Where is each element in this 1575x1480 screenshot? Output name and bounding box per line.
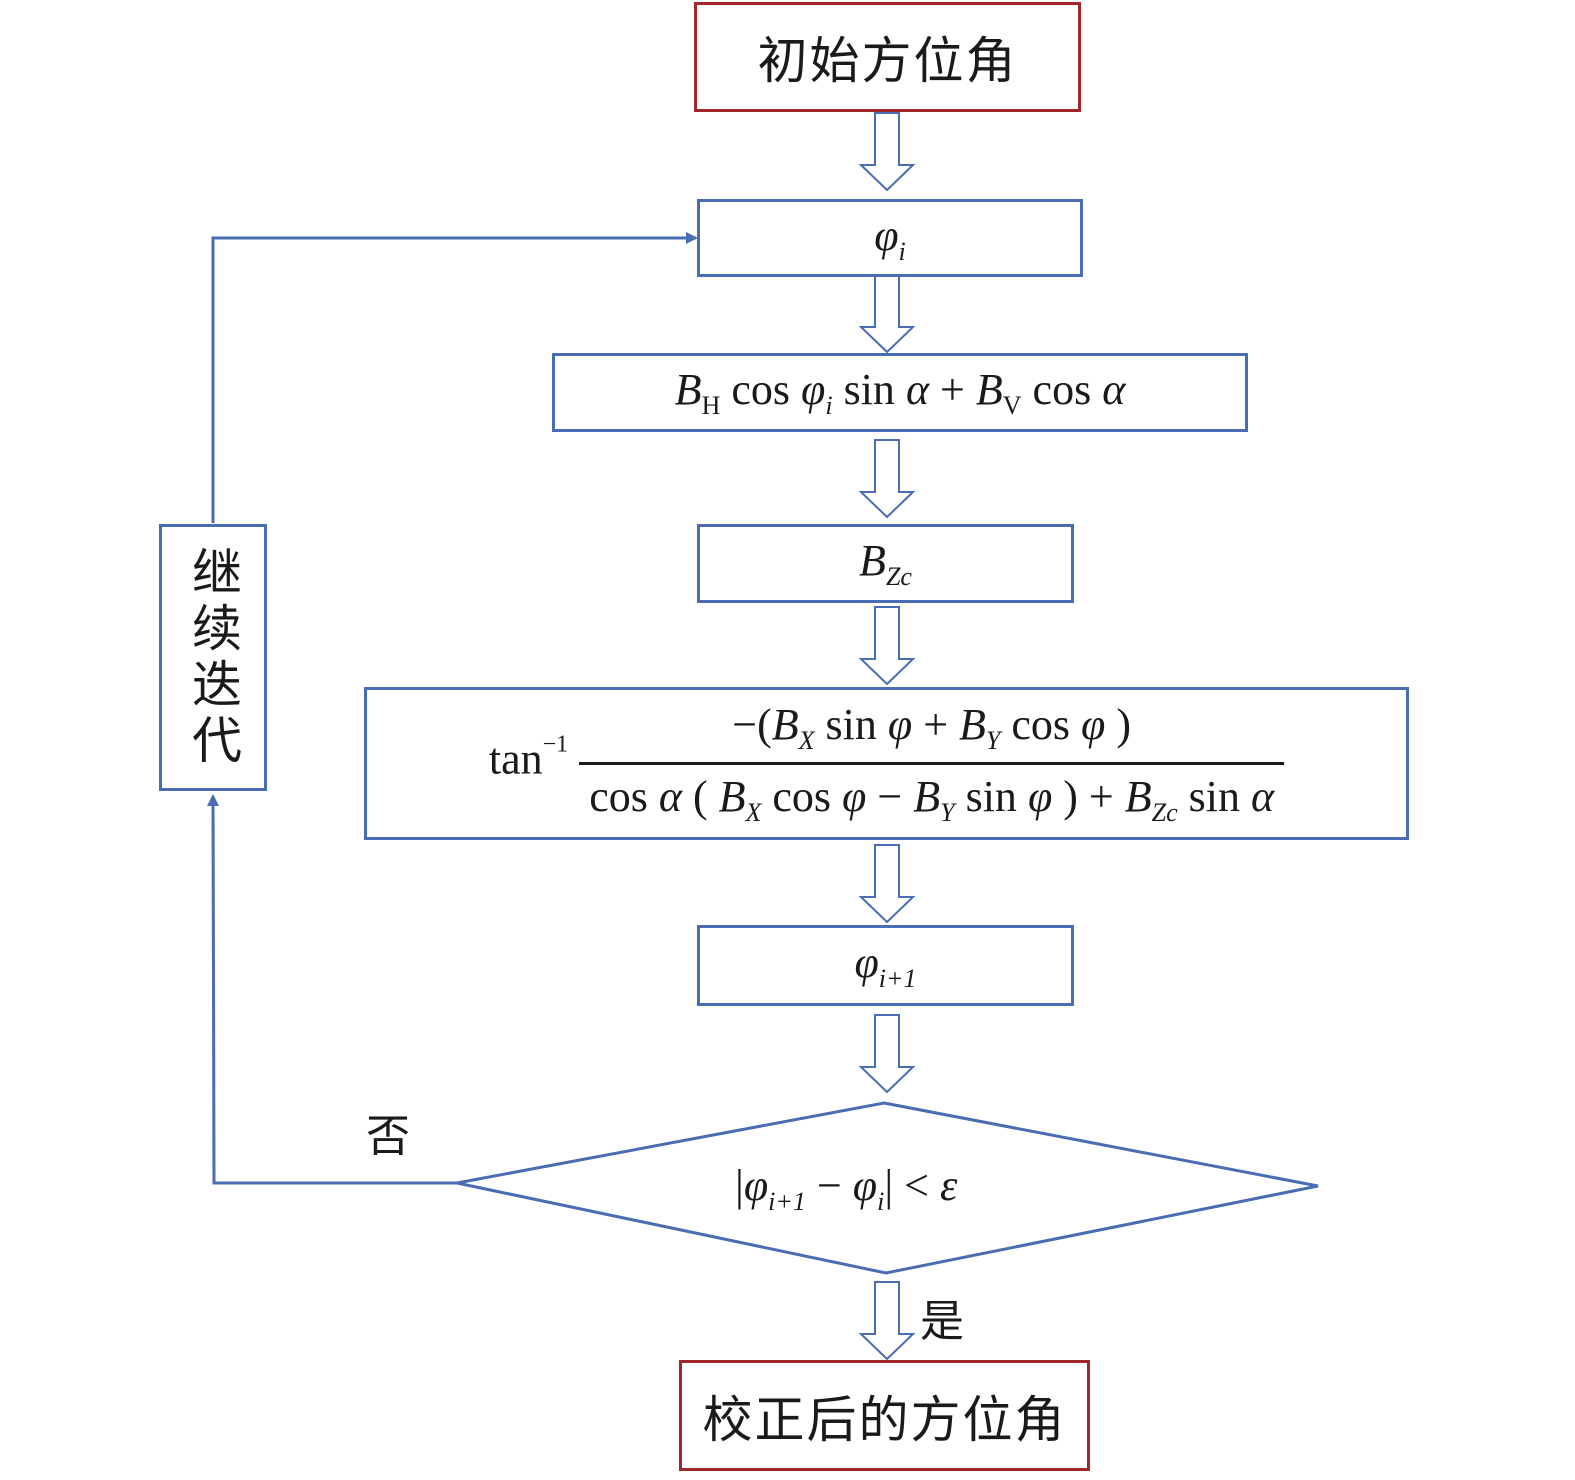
- continue-iteration-node: 继续迭代: [159, 524, 267, 791]
- azimuth-formula-node: tan−1 −(BX sin φ + BY cos φ ) cos α ( BX…: [364, 687, 1409, 840]
- flow-arrow-6: [858, 1014, 916, 1094]
- flow-arrow-4: [858, 606, 916, 686]
- decision-diamond: [456, 1101, 1319, 1275]
- azimuth-formula: tan−1 −(BX sin φ + BY cos φ ) cos α ( BX…: [489, 699, 1285, 828]
- flow-arrow-1: [858, 112, 916, 192]
- phi-next-label: φi+1: [854, 938, 917, 993]
- phi-next-node: φi+1: [697, 925, 1074, 1006]
- flow-arrow-yes: [858, 1281, 916, 1361]
- start-label: 初始方位角: [757, 32, 1018, 90]
- bzc-node: BZc: [697, 524, 1074, 603]
- no-branch-line: [207, 794, 457, 1185]
- continue-iteration-label: 继续迭代: [184, 545, 242, 770]
- end-node: 校正后的方位角: [679, 1360, 1090, 1471]
- fraction-denominator: cos α ( BX cos φ − BY sin φ ) + BZc sin …: [579, 762, 1285, 828]
- yes-branch-label: 是: [920, 1296, 964, 1347]
- end-label: 校正后的方位角: [702, 1390, 1067, 1449]
- phi-i-label: φi: [874, 210, 906, 266]
- decision-condition: |φi+1 − φi| < ε: [735, 1161, 958, 1216]
- vertical-field-formula-node: BH cos φi sin α + BV cos α: [552, 353, 1248, 432]
- flow-arrow-3: [858, 439, 916, 519]
- fraction-numerator: −(BX sin φ + BY cos φ ): [732, 700, 1132, 755]
- loop-return-line: [211, 232, 698, 523]
- flow-arrow-5: [858, 844, 916, 924]
- no-branch-label: 否: [366, 1111, 410, 1162]
- vertical-field-formula: BH cos φi sin α + BV cos α: [674, 365, 1126, 420]
- start-node: 初始方位角: [694, 2, 1081, 112]
- fraction: −(BX sin φ + BY cos φ ) cos α ( BX cos φ…: [579, 699, 1285, 828]
- flow-arrow-2: [858, 274, 916, 354]
- bzc-label: BZc: [859, 536, 912, 591]
- phi-i-node: φi: [697, 199, 1083, 277]
